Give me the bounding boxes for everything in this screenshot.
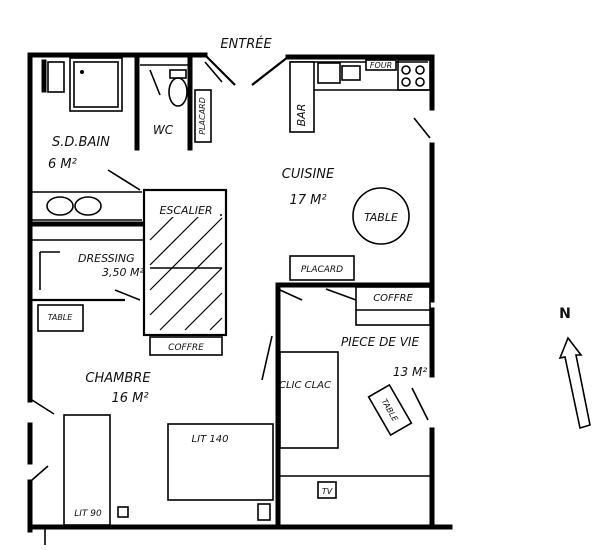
bath-door-line xyxy=(107,169,141,191)
stairs-label: ESCALIER xyxy=(159,204,212,217)
bathroom-area: 6 M² xyxy=(48,157,77,172)
stair-hatch xyxy=(149,217,223,291)
wc-label: WC xyxy=(153,123,174,137)
door-leaf-left xyxy=(204,54,236,86)
shower-tray xyxy=(69,57,123,112)
bar-label: BAR xyxy=(295,104,308,127)
interior-walls xyxy=(261,282,435,530)
door-leaf-right xyxy=(251,56,289,86)
bed-single xyxy=(63,414,111,526)
wc-cupboard xyxy=(194,89,212,143)
bedroom-area: 16 M² xyxy=(111,391,148,406)
bed-double-label: LIT 140 xyxy=(192,434,229,445)
bedroom-door-line xyxy=(261,335,273,381)
kitchen-table-label: TABLE xyxy=(364,211,398,224)
tv xyxy=(317,481,337,499)
bedroom-table xyxy=(37,304,84,332)
kitchen-table xyxy=(352,187,410,245)
dressing-area: 3,50 M² xyxy=(102,266,144,279)
stairs-label-bg xyxy=(150,203,220,217)
living-door-line xyxy=(279,289,303,301)
living-area: 13 M² xyxy=(393,365,427,379)
living-label-1: PIECE DE VIE xyxy=(341,335,420,349)
nightstand-right xyxy=(257,503,271,521)
kitchen-area: 17 M² xyxy=(289,193,326,208)
hob-ring xyxy=(415,77,425,87)
kitchen-label: CUISINE xyxy=(282,167,335,182)
living-window-line xyxy=(411,387,429,421)
exterior-walls xyxy=(27,52,453,545)
compass-label: N xyxy=(559,306,571,322)
stair-hatch xyxy=(149,214,176,241)
oven-label: FOUR xyxy=(370,61,392,70)
entrance-label: ENTRÉE xyxy=(220,36,272,52)
living-cupboard xyxy=(289,255,355,281)
oven xyxy=(365,59,397,71)
wc-cupboard-label: PLACARD xyxy=(198,97,207,135)
bathroom-block: PLACARD WC S.D.BAIN 6 M² xyxy=(29,54,223,227)
sofa-bed xyxy=(279,351,339,449)
stair-hatch xyxy=(149,242,223,316)
chest-stairs-label: COFFRE xyxy=(168,343,204,353)
shower-drain xyxy=(80,70,84,74)
dressing-label: DRESSING xyxy=(78,252,135,265)
bedroom-label: CHAMBRE xyxy=(85,371,151,386)
stair-hatch xyxy=(159,267,223,331)
living-table xyxy=(367,383,413,437)
kitchen: FOUR BAR CUISINE 17 M² TABLE PLACARD xyxy=(282,59,431,281)
basin-left xyxy=(46,196,74,216)
hob-ring xyxy=(415,65,425,75)
stair-hatch xyxy=(149,214,201,266)
stairs: ESCALIER xyxy=(142,188,228,337)
wc-door-swing xyxy=(149,69,161,96)
tv-label: TV xyxy=(322,487,333,496)
bedroom-table-label: TABLE xyxy=(48,313,74,322)
bath-fixture xyxy=(47,61,65,93)
dressing: DRESSING 3,50 M² TABLE xyxy=(32,239,144,332)
living-room: COFFRE PIECE DE VIE 13 M² CLIC CLAC TABL… xyxy=(279,286,432,499)
compass: N xyxy=(558,306,591,430)
kitchen-window-line xyxy=(413,117,431,139)
sink xyxy=(317,62,341,84)
bedroom-window-line xyxy=(31,399,55,415)
sofa-bed-label: CLIC CLAC xyxy=(279,380,331,391)
bedroom: COFFRE CHAMBRE 16 M² LIT 90 LIT 140 xyxy=(31,336,274,526)
north-arrow-icon xyxy=(558,336,591,430)
living-door-line-2 xyxy=(325,288,357,301)
bathroom-label: S.D.BAIN xyxy=(52,135,110,150)
basin-right xyxy=(74,196,102,216)
stair-hatch xyxy=(184,292,223,331)
stair-hatch xyxy=(209,317,223,331)
bedroom-window-line-2 xyxy=(31,465,49,481)
dressing-door-line xyxy=(114,289,141,301)
living-chest xyxy=(355,286,431,326)
stairs-frame xyxy=(142,188,228,337)
bar xyxy=(289,61,315,133)
living-chest-label: COFFRE xyxy=(373,293,413,304)
bed-double xyxy=(167,423,274,501)
chest-stairs xyxy=(149,336,223,356)
living-cupboard-label: PLACARD xyxy=(301,265,343,275)
cupboard-door-line xyxy=(204,61,223,83)
entrance-door xyxy=(204,54,289,86)
toilet-bowl xyxy=(168,77,188,107)
hob-ring xyxy=(401,65,411,75)
hob xyxy=(397,59,431,91)
shower-inner xyxy=(73,61,119,108)
sink-basin xyxy=(341,65,361,81)
toilet-tank xyxy=(169,69,187,79)
nightstand-left xyxy=(117,506,129,518)
bed-single-label: LIT 90 xyxy=(74,509,102,519)
hob-ring xyxy=(401,77,411,87)
living-table-group: TABLE xyxy=(367,383,413,437)
